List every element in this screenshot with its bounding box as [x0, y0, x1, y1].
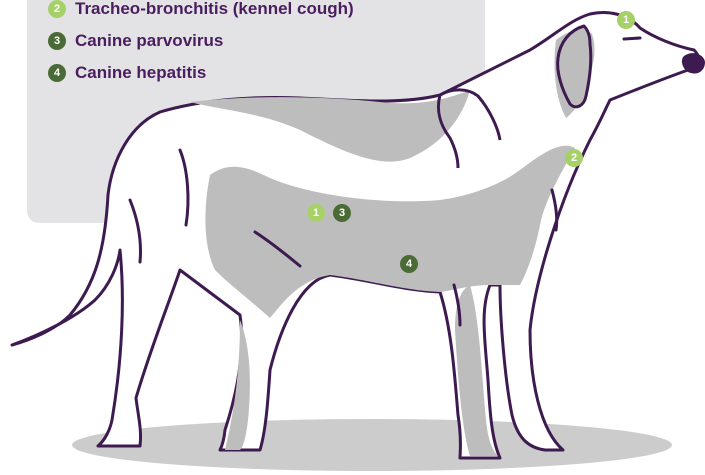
- ground-shadow: [72, 419, 672, 471]
- marker-lower-belly-4: 4: [400, 255, 418, 273]
- marker-head-1: 1: [617, 11, 635, 29]
- marker-neck-2: 2: [565, 149, 583, 167]
- marker-belly-1: 1: [307, 204, 325, 222]
- marker-belly-3: 3: [333, 204, 351, 222]
- eye: [624, 38, 640, 39]
